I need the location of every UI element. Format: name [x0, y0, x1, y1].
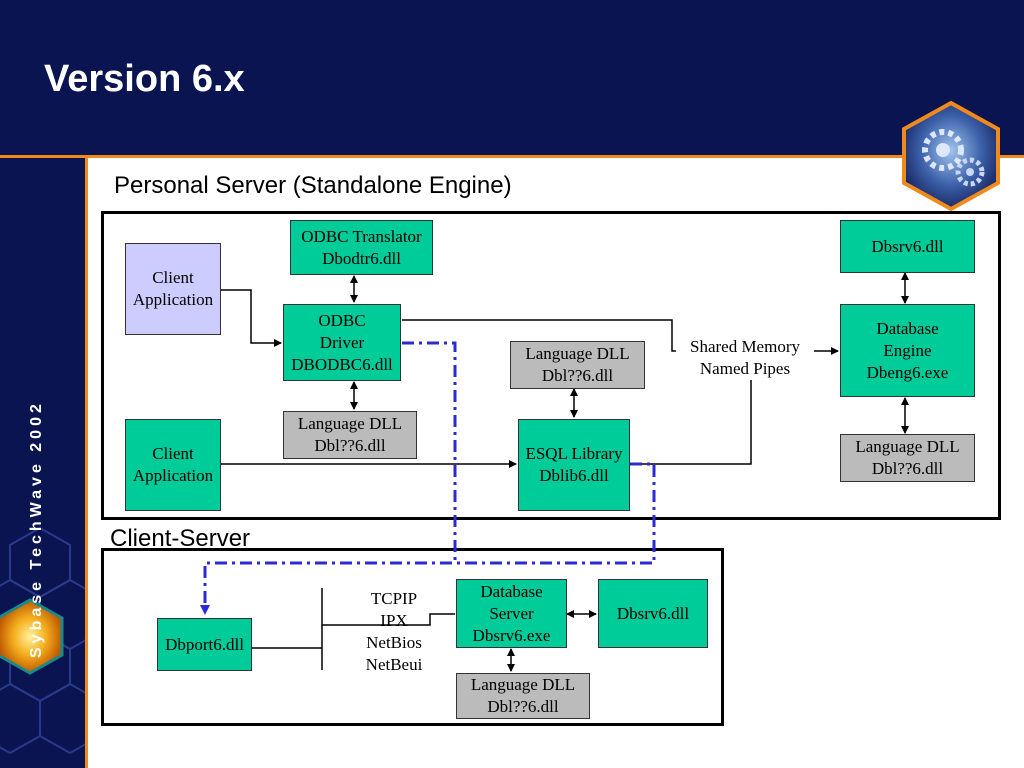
- hexagon-pattern-icon: [0, 526, 85, 755]
- header-divider: [0, 155, 1024, 158]
- transport-note: Shared Memory Named Pipes: [676, 336, 814, 380]
- slide-title: Version 6.x: [44, 58, 245, 100]
- esql-library-box[interactable]: ESQL Library Dblib6.dll: [518, 419, 630, 511]
- client-server-heading: Client-Server: [110, 525, 251, 552]
- server-language-dll-box[interactable]: Language DLL Dbl??6.dll: [456, 673, 590, 719]
- dbport-dll-box[interactable]: Dbport6.dll: [157, 618, 252, 671]
- sidebar: Sybase TechWave 2002: [0, 158, 85, 768]
- engine-language-dll-box[interactable]: Language DLL Dbl??6.dll: [840, 434, 975, 482]
- esql-language-dll-box[interactable]: Language DLL Dbl??6.dll: [510, 341, 645, 389]
- server-dbsrv-dll-box[interactable]: Dbsrv6.dll: [598, 579, 708, 648]
- network-protocols-list: TCPIP IPX NetBios NetBeui: [365, 589, 423, 674]
- dbsrv-dll-box[interactable]: Dbsrv6.dll: [840, 220, 975, 273]
- odbc-language-dll-box[interactable]: Language DLL Dbl??6.dll: [283, 411, 417, 459]
- slide-header: [0, 0, 1024, 155]
- personal-server-heading: Personal Server (Standalone Engine): [114, 172, 512, 199]
- gears-logo-icon: [902, 100, 1000, 212]
- database-server-box[interactable]: Database Server Dbsrv6.exe: [456, 579, 567, 648]
- odbc-driver-box[interactable]: ODBC Driver DBODBC6.dll: [283, 304, 401, 381]
- client-application-box[interactable]: Client Application: [125, 419, 221, 511]
- database-engine-box[interactable]: Database Engine Dbeng6.exe: [840, 304, 975, 397]
- client-application-box[interactable]: Client Application: [125, 243, 221, 335]
- sidebar-divider: [85, 158, 88, 768]
- odbc-translator-box[interactable]: ODBC Translator Dbodtr6.dll: [290, 220, 433, 275]
